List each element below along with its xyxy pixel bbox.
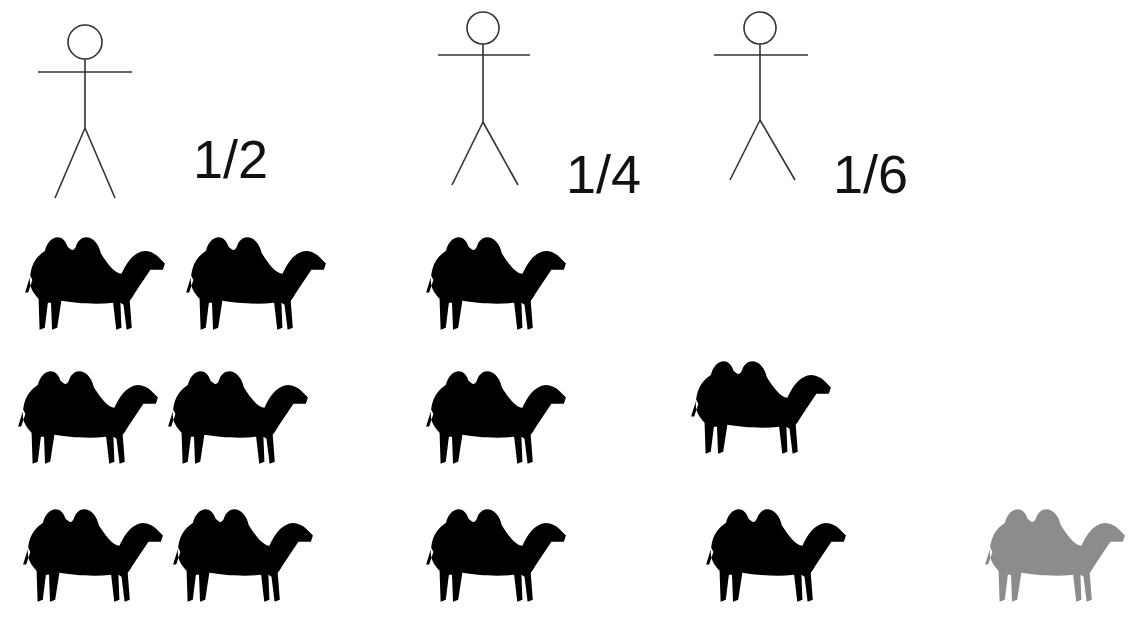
camel: [426, 237, 566, 330]
camel: [186, 237, 326, 330]
camel: [426, 509, 566, 602]
fraction-label: 1/2: [193, 132, 268, 186]
fraction-label: 1/4: [566, 147, 641, 201]
figure-body: [84, 59, 86, 128]
figure-head: [68, 25, 102, 59]
camel: [168, 371, 308, 464]
figure-leg: [452, 122, 483, 185]
camel: [173, 509, 313, 602]
figure-leg: [483, 122, 518, 185]
camel: [18, 371, 158, 464]
stick-figure: [714, 12, 808, 180]
figure-arms: [714, 54, 808, 56]
camel: [25, 237, 165, 330]
camel: [23, 509, 163, 602]
camel: [691, 361, 831, 454]
figure-leg: [55, 128, 85, 198]
figure-arms: [438, 54, 530, 56]
figure-leg: [760, 120, 795, 180]
figure-head: [467, 12, 499, 44]
figure-head: [744, 12, 776, 44]
camel-group: [18, 237, 846, 602]
figure-leg: [730, 120, 760, 180]
camel: [706, 509, 846, 602]
borrowed-camel: [985, 509, 1125, 602]
camel: [426, 371, 566, 464]
figure-leg: [85, 128, 115, 198]
stick-figure: [38, 25, 132, 198]
fraction-label: 1/6: [833, 147, 908, 201]
stick-figure: [438, 12, 530, 185]
figure-arms: [38, 71, 132, 73]
